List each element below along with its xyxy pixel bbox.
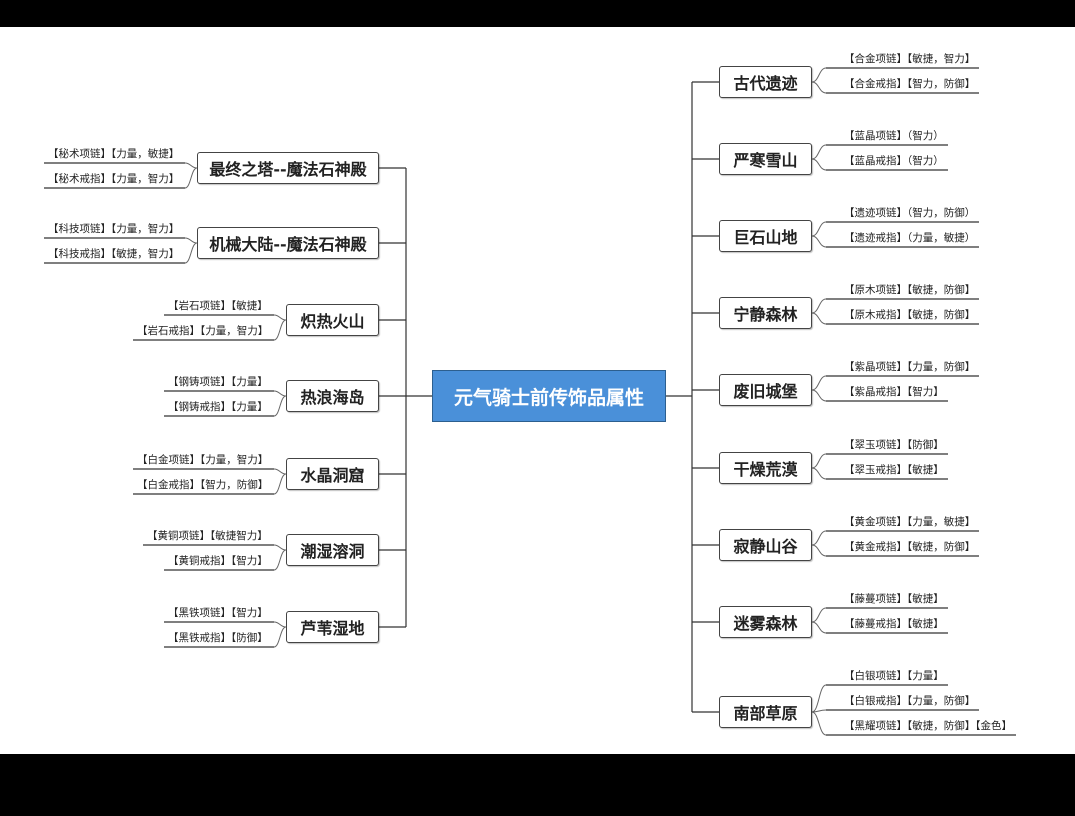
region-node[interactable]: 芦苇湿地 bbox=[286, 611, 379, 643]
leaf-connector bbox=[811, 81, 827, 94]
leaf-connector bbox=[184, 167, 198, 189]
leaf-connector bbox=[811, 607, 827, 623]
accessory-item: 【科技戒指】【敏捷，智力】 bbox=[48, 248, 180, 260]
root-node[interactable]: 元气骑士前传饰品属性 bbox=[432, 370, 666, 422]
accessory-item: 【紫晶戒指】【智力】 bbox=[844, 386, 944, 398]
accessory-item: 【藤蔓戒指】【敏捷】 bbox=[844, 618, 944, 630]
leaf-connector bbox=[811, 711, 827, 736]
leaf-connector bbox=[273, 319, 287, 341]
accessory-item: 【合金项链】【敏捷，智力】 bbox=[844, 53, 976, 65]
leaf-connector bbox=[811, 375, 827, 391]
region-node[interactable]: 废旧城堡 bbox=[719, 374, 812, 406]
leaf-connector bbox=[811, 312, 827, 325]
accessory-item: 【蓝晶项链】（智力） bbox=[844, 130, 944, 142]
region-node[interactable]: 干燥荒漠 bbox=[719, 452, 812, 484]
leaf-connector bbox=[811, 221, 827, 237]
accessory-item: 【紫晶项链】【力量，防御】 bbox=[844, 361, 976, 373]
accessory-item: 【秘术项链】【力量，敏捷】 bbox=[48, 148, 180, 160]
accessory-item: 【黄铜戒指】【智力】 bbox=[168, 555, 268, 567]
mindmap-canvas: 元气骑士前传饰品属性 最终之塔--魔法石神殿 【秘术项链】【力量，敏捷】【秘术戒指… bbox=[0, 27, 1075, 754]
accessory-item: 【岩石戒指】【力量，智力】 bbox=[137, 325, 269, 337]
accessory-item: 【白银戒指】【力量，防御】 bbox=[844, 695, 976, 707]
region-node[interactable]: 严寒雪山 bbox=[719, 143, 812, 175]
leaf-connector bbox=[184, 237, 198, 244]
leaf-connector bbox=[811, 544, 827, 557]
leaf-connector bbox=[273, 621, 287, 628]
leaf-connector bbox=[273, 549, 287, 571]
accessory-item: 【合金戒指】【智力，防御】 bbox=[844, 78, 976, 90]
accessory-item: 【原木戒指】【敏捷，防御】 bbox=[844, 309, 976, 321]
leaf-connector bbox=[184, 162, 198, 169]
leaf-connector bbox=[273, 468, 287, 475]
leaf-connector bbox=[273, 473, 287, 495]
region-node[interactable]: 巨石山地 bbox=[719, 220, 812, 252]
accessory-item: 【黑耀项链】【敏捷，防御】【金色】 bbox=[844, 720, 1012, 732]
accessory-item: 【蓝晶戒指】（智力） bbox=[844, 155, 944, 167]
leaf-connector bbox=[811, 67, 827, 83]
accessory-item: 【黑铁戒指】【防御】 bbox=[168, 632, 268, 644]
region-node[interactable]: 最终之塔--魔法石神殿 bbox=[197, 152, 379, 184]
leaf-connector bbox=[811, 144, 827, 160]
leaf-connector bbox=[273, 395, 287, 417]
leaf-connector bbox=[811, 158, 827, 171]
accessory-item: 【黄铜项链】【敏捷智力】 bbox=[147, 530, 268, 542]
connector-lines bbox=[44, 67, 1016, 736]
region-node[interactable]: 机械大陆--魔法石神殿 bbox=[197, 227, 379, 259]
accessory-item: 【白银项链】【力量】 bbox=[844, 670, 944, 682]
region-node[interactable]: 宁静森林 bbox=[719, 297, 812, 329]
region-node[interactable]: 潮湿溶洞 bbox=[286, 534, 379, 566]
accessory-item: 【科技项链】【力量，智力】 bbox=[48, 223, 180, 235]
region-node[interactable]: 水晶洞窟 bbox=[286, 458, 379, 490]
accessory-item: 【翠玉戒指】【敏捷】 bbox=[844, 464, 944, 476]
accessory-item: 【岩石项链】【敏捷】 bbox=[168, 300, 268, 312]
accessory-item: 【秘术戒指】【力量，智力】 bbox=[48, 173, 180, 185]
region-node[interactable]: 古代遗迹 bbox=[719, 66, 812, 98]
leaf-connector bbox=[273, 626, 287, 648]
leaf-connector bbox=[273, 390, 287, 397]
leaf-connector bbox=[811, 453, 827, 469]
leaf-connector bbox=[811, 298, 827, 314]
accessory-item: 【白金戒指】【智力，防御】 bbox=[137, 479, 269, 491]
accessory-item: 【藤蔓项链】【敏捷】 bbox=[844, 593, 944, 605]
region-node[interactable]: 寂静山谷 bbox=[719, 529, 812, 561]
region-node[interactable]: 南部草原 bbox=[719, 696, 812, 728]
accessory-item: 【黑铁项链】【智力】 bbox=[168, 607, 268, 619]
accessory-item: 【遗迹戒指】（力量，敏捷） bbox=[844, 232, 976, 244]
leaf-connector bbox=[811, 530, 827, 546]
region-node[interactable]: 迷雾森林 bbox=[719, 606, 812, 638]
leaf-connector bbox=[811, 467, 827, 480]
accessory-item: 【钢铸项链】【力量】 bbox=[168, 376, 268, 388]
accessory-item: 【黄金戒指】【敏捷，防御】 bbox=[844, 541, 976, 553]
leaf-connector bbox=[273, 544, 287, 551]
accessory-item: 【翠玉项链】【防御】 bbox=[844, 439, 944, 451]
leaf-connector bbox=[811, 621, 827, 634]
leaf-connector bbox=[811, 684, 827, 713]
accessory-item: 【钢铸戒指】【力量】 bbox=[168, 401, 268, 413]
leaf-connector bbox=[184, 242, 198, 264]
accessory-item: 【遗迹项链】（智力，防御） bbox=[844, 207, 976, 219]
accessory-item: 【原木项链】【敏捷，防御】 bbox=[844, 284, 976, 296]
accessory-item: 【黄金项链】【力量，敏捷】 bbox=[844, 516, 976, 528]
leaf-connector bbox=[811, 389, 827, 402]
leaf-connector bbox=[811, 235, 827, 248]
region-node[interactable]: 炽热火山 bbox=[286, 304, 379, 336]
accessory-item: 【白金项链】【力量，智力】 bbox=[137, 454, 269, 466]
leaf-connector bbox=[273, 314, 287, 321]
region-node[interactable]: 热浪海岛 bbox=[286, 380, 379, 412]
